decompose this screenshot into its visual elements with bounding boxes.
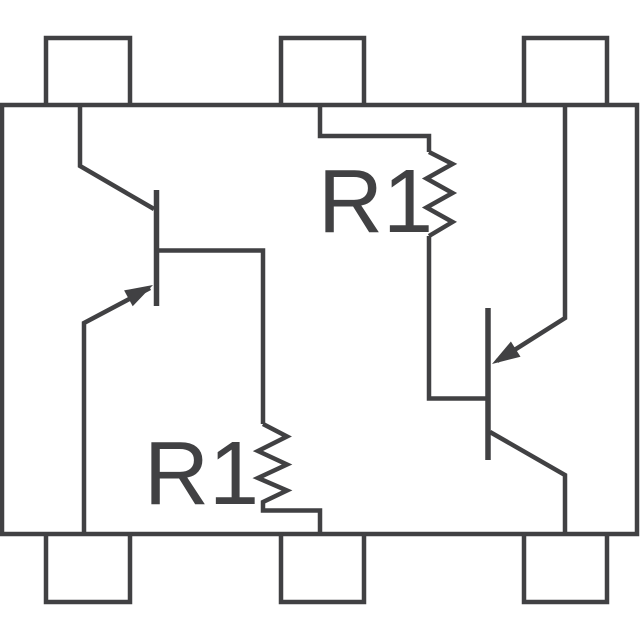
transistor-right-pnp	[426, 105, 568, 534]
transistor-right-base-wire	[426, 236, 486, 401]
pin-bottom-left	[43, 532, 133, 605]
resistor-bottom-label: R1	[144, 424, 259, 524]
transistor-left-collector-wire	[77, 105, 156, 211]
resistor-top-zigzag	[421, 149, 458, 238]
pin-bottom-middle	[278, 532, 367, 605]
resistor-top-label: R1	[318, 152, 433, 252]
transistor-left-emitter-wire	[81, 286, 152, 534]
pin-top-middle	[278, 35, 367, 107]
pin-top-right	[521, 35, 610, 107]
transistor-right-collector-wire	[488, 430, 568, 534]
transistor-left-emitter-arrow-icon	[124, 285, 153, 307]
pin-top-left	[43, 35, 133, 107]
resistor-top-feed-wire	[317, 105, 432, 152]
pin-bottom-right	[521, 532, 610, 605]
transistor-left-pnp	[77, 105, 266, 534]
transistor-left-base-wire	[157, 248, 266, 424]
transistor-right-emitter-wire	[495, 105, 568, 363]
resistor-bottom-zigzag	[252, 422, 323, 534]
transistor-right-emitter-arrow-icon	[492, 341, 521, 364]
